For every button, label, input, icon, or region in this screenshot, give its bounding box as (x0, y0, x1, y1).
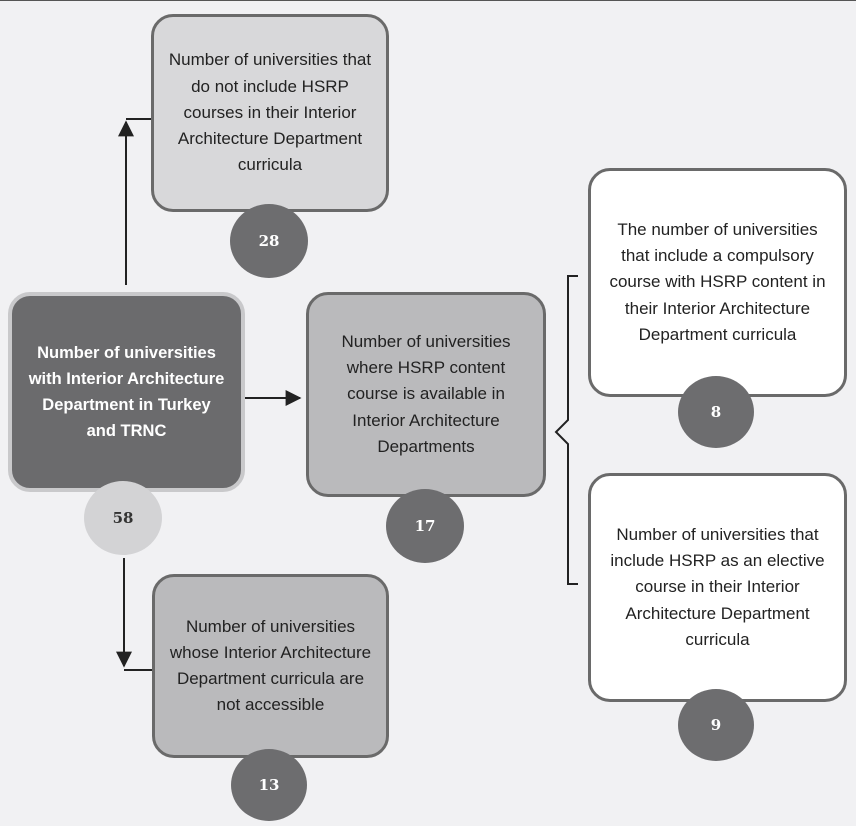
badge-main-count: 58 (84, 481, 162, 555)
node-compulsory-label: The number of universities that include … (609, 219, 826, 344)
badge-no-hsrp-count: 28 (230, 204, 308, 278)
node-hsrp-available-label: Number of universities where HSRP conten… (341, 331, 511, 456)
node-not-accessible-label: Number of universities whose Interior Ar… (169, 616, 372, 715)
curly-brace (554, 275, 578, 585)
badge-elective-count: 9 (678, 689, 754, 761)
node-elective: Number of universities that include HSRP… (588, 473, 847, 702)
top-rule (0, 0, 856, 1)
node-elective-label: Number of universities that include HSRP… (610, 524, 825, 649)
node-compulsory: The number of universities that include … (588, 168, 847, 397)
badge-available-count: 17 (386, 489, 464, 563)
node-hsrp-available: Number of universities where HSRP conten… (306, 292, 546, 497)
node-main: Number of universities with Interior Arc… (8, 292, 245, 492)
node-not-accessible: Number of universities whose Interior Ar… (152, 574, 389, 758)
node-main-label: Number of universities with Interior Arc… (28, 343, 225, 441)
badge-not-accessible-count: 13 (231, 749, 307, 821)
node-no-hsrp: Number of universities that do not inclu… (151, 14, 389, 212)
node-no-hsrp-label: Number of universities that do not inclu… (168, 50, 372, 175)
badge-compulsory-count: 8 (678, 376, 754, 448)
